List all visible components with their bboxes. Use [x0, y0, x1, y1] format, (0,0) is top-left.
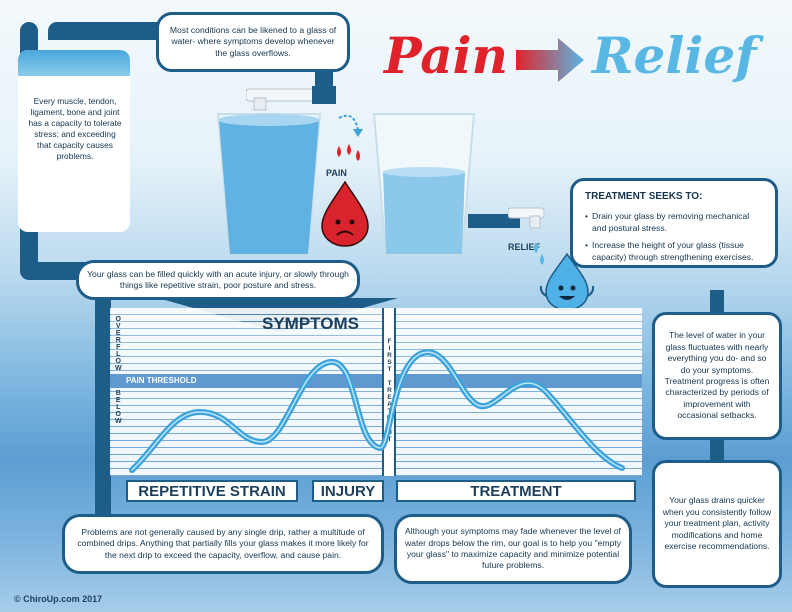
pour-arrow-icon [336, 110, 366, 140]
drains-callout: Your glass drains quicker when you consi… [652, 460, 782, 588]
overflow-text: OVERFLOW [114, 316, 122, 372]
pipe-left-horizontal [20, 262, 90, 280]
faucet-right-icon [507, 204, 548, 236]
symptom-curve [129, 349, 625, 473]
bullet-icon: • [585, 211, 589, 222]
drains-text: Your glass drains quicker when you consi… [662, 495, 772, 552]
water-can-graphic [18, 50, 130, 232]
pain-droplets-icon [333, 142, 363, 166]
below-label: BELOW [112, 390, 124, 429]
fluctuates-text: The level of water in your glass fluctua… [664, 330, 770, 421]
phase-injury: INJURY [312, 480, 384, 502]
treatment-bullet-1-text: Drain your glass by removing mechanical … [592, 211, 750, 233]
treatment-bullet-2-text: Increase the height of your glass (tissu… [592, 240, 754, 262]
relief-label: RELIEF [508, 242, 541, 252]
filled-text: Your glass can be filled quickly with an… [87, 268, 349, 290]
sad-drop-icon [320, 180, 370, 248]
pain-label: PAIN [326, 168, 347, 178]
first-treatment-label: FIRST TREATMENT [383, 338, 395, 446]
water-can-top [18, 50, 130, 76]
fluctuates-callout: The level of water in your glass fluctua… [652, 312, 782, 440]
fade-callout: Although your symptoms may fade whenever… [394, 514, 632, 584]
treatment-bullet-2: • Increase the height of your glass (tis… [585, 240, 763, 263]
glass-intro-text: Most conditions can be likened to a glas… [169, 24, 337, 58]
pipe-chart-down [95, 296, 111, 522]
symptoms-label: SYMPTOMS [262, 314, 359, 333]
pain-title: Pain [384, 26, 508, 85]
drips-callout: Problems are not generally caused by any… [62, 514, 384, 574]
phase-treatment: TREATMENT [396, 480, 636, 502]
empty-glass [370, 108, 478, 258]
copyright-text: © ChiroUp.com 2017 [14, 594, 103, 604]
glass-intro-callout: Most conditions can be likened to a glas… [156, 12, 350, 72]
fade-text: Although your symptoms may fade whenever… [404, 526, 622, 571]
filled-callout: Your glass can be filled quickly with an… [76, 260, 360, 300]
first-treatment-text: FIRST TREATMENT [386, 338, 393, 443]
treatment-bullet-1: • Drain your glass by removing mechanica… [585, 211, 763, 234]
capacity-text: Every muscle, tendon, ligament, bone and… [28, 96, 122, 161]
pipe-top [48, 22, 160, 40]
overflowing-glass [214, 108, 324, 258]
faucet-top-icon [245, 86, 336, 114]
arrow-icon [516, 36, 586, 84]
drips-text: Problems are not generally caused by any… [77, 526, 369, 560]
overflow-label: OVERFLOW [112, 316, 124, 376]
pain-threshold-label: PAIN THRESHOLD [126, 376, 197, 385]
bullet-icon: • [585, 240, 589, 251]
relief-title: Relief [592, 26, 757, 85]
phase-repetitive-strain: REPETITIVE STRAIN [126, 480, 298, 502]
below-text: BELOW [114, 390, 122, 425]
pain-threshold-band [110, 374, 642, 388]
treatment-seeks-box: TREATMENT SEEKS TO: • Drain your glass b… [570, 178, 778, 268]
treatment-seeks-title: TREATMENT SEEKS TO: [585, 191, 703, 202]
pipe-right-faucet [468, 214, 520, 228]
relief-droplets-icon [528, 240, 552, 268]
